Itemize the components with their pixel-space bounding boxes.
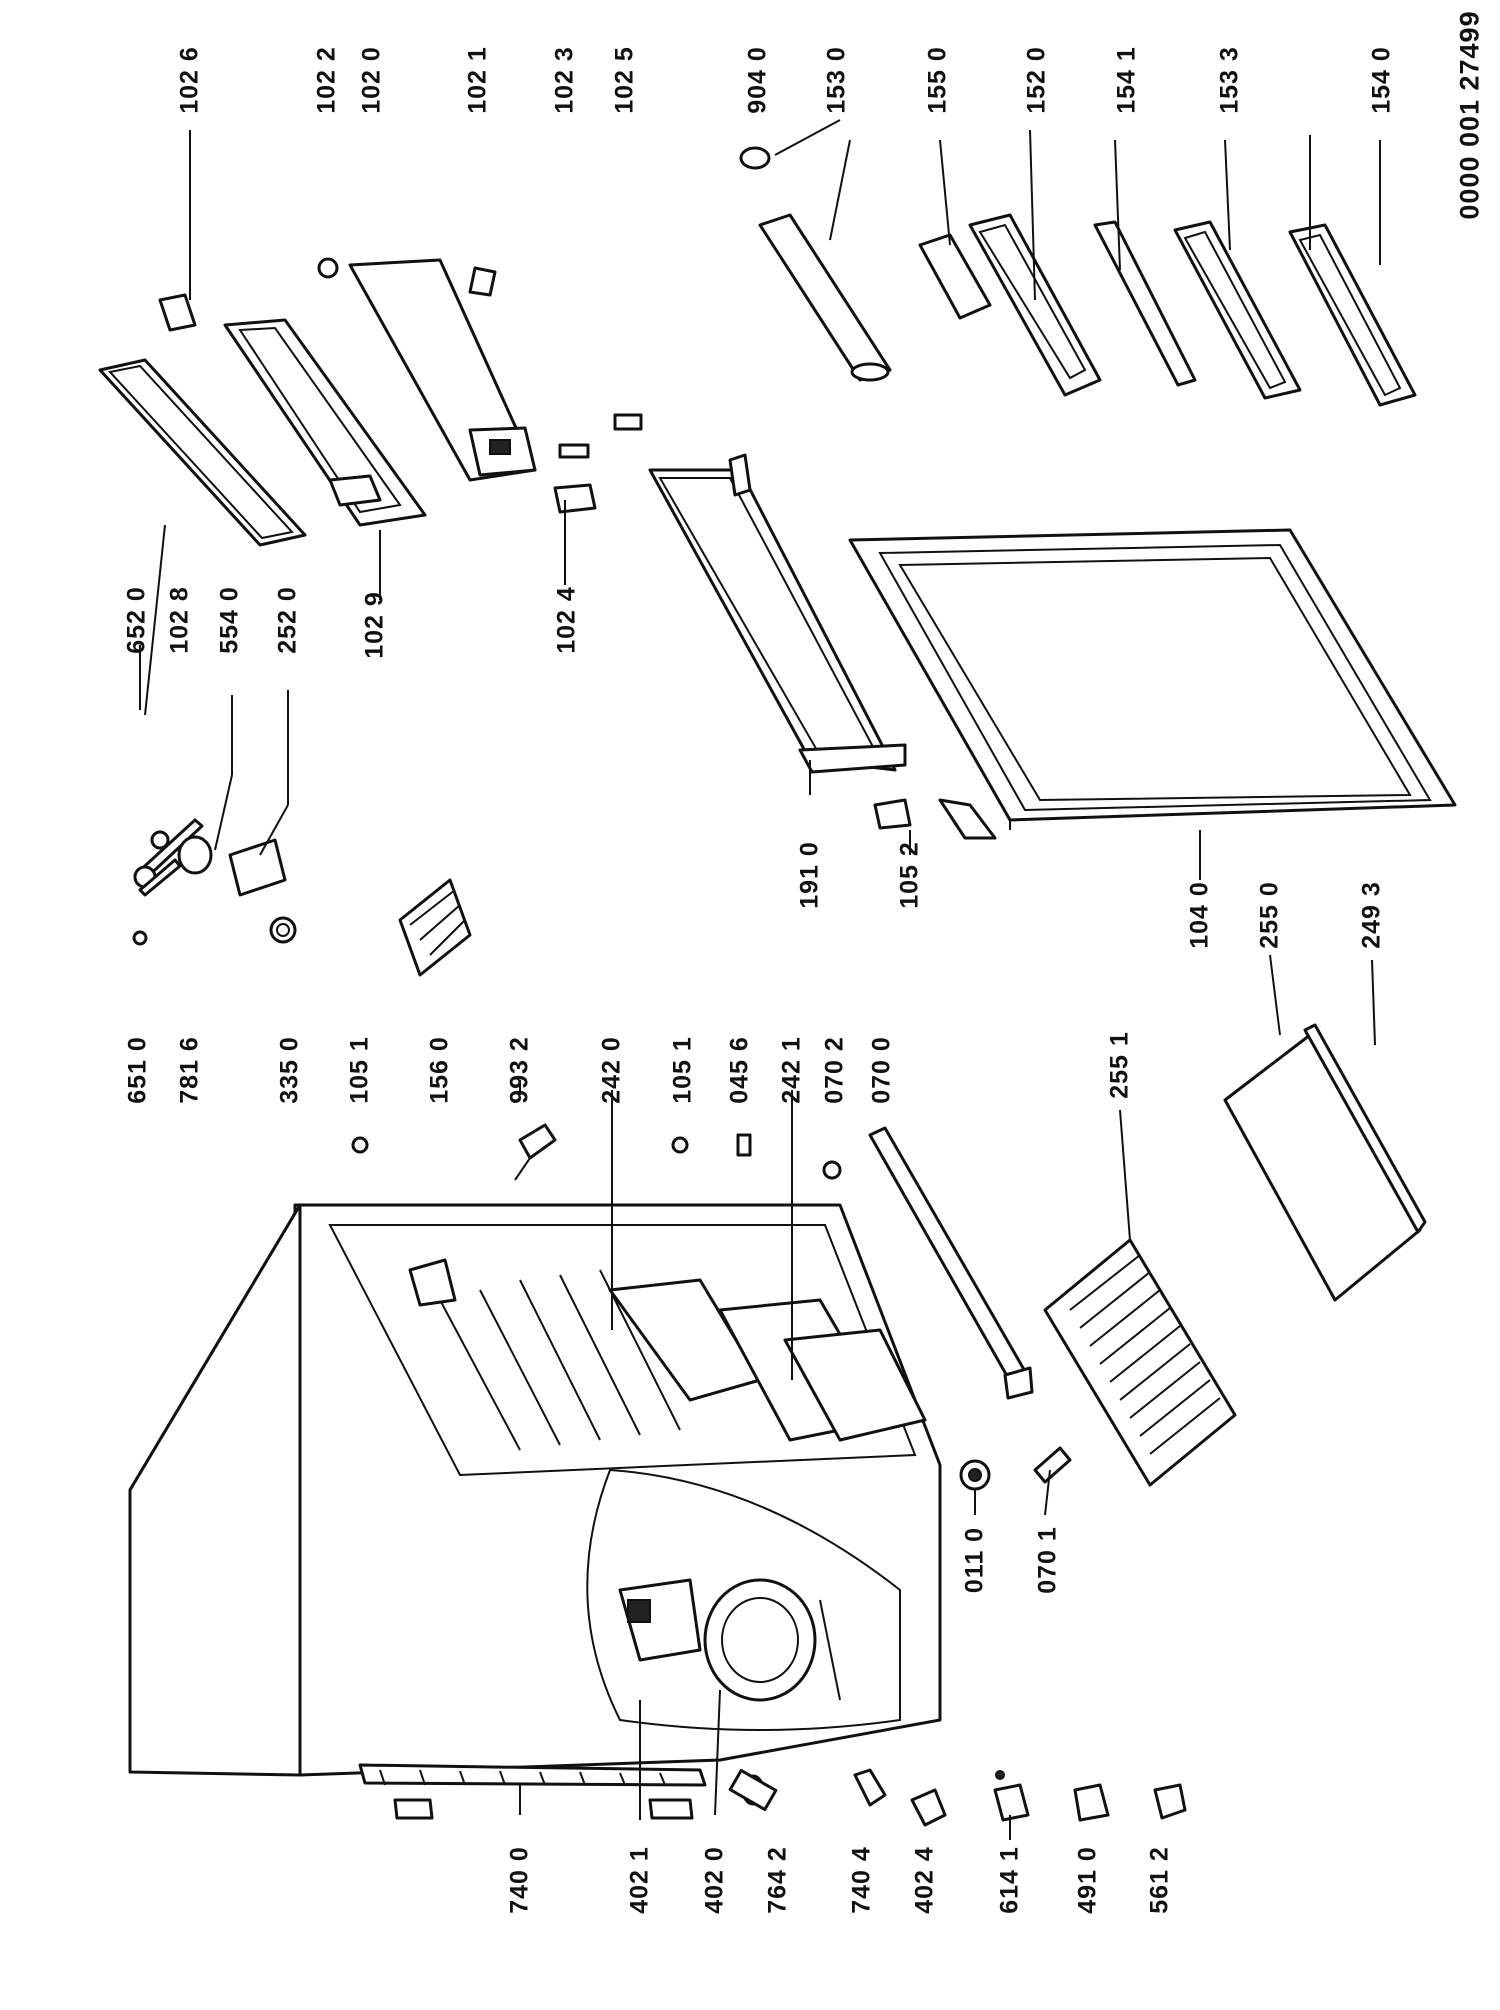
freezer-door-frame bbox=[98, 358, 307, 547]
part-label-3350: 335 0 bbox=[275, 1036, 304, 1104]
part-label-2520: 252 0 bbox=[273, 586, 302, 654]
part-label-5540: 554 0 bbox=[215, 586, 244, 654]
document-number: 0000 001 27499 bbox=[1454, 10, 1485, 220]
part-label-4021: 402 1 bbox=[625, 1846, 654, 1914]
part-label-1023: 102 3 bbox=[550, 46, 579, 114]
small-hardware bbox=[351, 1123, 1072, 1491]
thermostat-parts bbox=[132, 818, 472, 977]
part-label-1540: 154 0 bbox=[1367, 46, 1396, 114]
condenser bbox=[358, 1763, 707, 1820]
part-label-1026: 102 6 bbox=[175, 46, 204, 114]
part-label-9040: 904 0 bbox=[743, 46, 772, 114]
part-label-4024: 402 4 bbox=[910, 1846, 939, 1914]
part-label-1560: 156 0 bbox=[425, 1036, 454, 1104]
compressor-assembly bbox=[586, 1468, 901, 1731]
part-label-0702: 070 2 bbox=[820, 1036, 849, 1104]
part-label-1910: 191 0 bbox=[795, 841, 824, 909]
freezer-small-parts bbox=[158, 257, 643, 514]
vegetable-cover bbox=[1223, 1023, 1427, 1302]
part-label-2420: 242 0 bbox=[597, 1036, 626, 1104]
part-label-1020: 102 0 bbox=[357, 46, 386, 114]
part-label-2493: 249 3 bbox=[1357, 881, 1386, 949]
door bbox=[848, 528, 1457, 830]
part-label-1029: 102 9 bbox=[360, 591, 389, 659]
glass-shelf bbox=[1043, 1238, 1237, 1487]
part-label-2550: 255 0 bbox=[1255, 881, 1284, 949]
part-label-1025: 102 5 bbox=[610, 46, 639, 114]
part-label-4020: 402 0 bbox=[700, 1846, 729, 1914]
part-label-6141: 614 1 bbox=[995, 1846, 1024, 1914]
part-label-1022: 102 2 bbox=[312, 46, 341, 114]
part-label-2421: 242 1 bbox=[777, 1036, 806, 1104]
shelf-rail bbox=[868, 1126, 1034, 1400]
part-label-1024: 102 4 bbox=[552, 586, 581, 654]
door-gasket bbox=[648, 453, 907, 774]
part-label-4910: 491 0 bbox=[1073, 1846, 1102, 1914]
part-label-0700: 070 0 bbox=[867, 1036, 896, 1104]
part-label-1040: 104 0 bbox=[1185, 881, 1214, 949]
freezer-flap bbox=[223, 318, 427, 527]
leader-lines bbox=[139, 119, 1381, 1840]
part-label-1051-b: 105 1 bbox=[668, 1036, 697, 1104]
part-label-7404: 740 4 bbox=[847, 1846, 876, 1914]
part-label-7816: 781 6 bbox=[175, 1036, 204, 1104]
part-label-0110: 011 0 bbox=[960, 1526, 989, 1594]
part-label-7400: 740 0 bbox=[505, 1846, 534, 1914]
part-label-1541: 154 1 bbox=[1112, 46, 1141, 114]
part-label-2551: 255 1 bbox=[1105, 1031, 1134, 1099]
part-label-6510: 651 0 bbox=[123, 1036, 152, 1104]
part-label-7642: 764 2 bbox=[763, 1846, 792, 1914]
part-label-5612: 561 2 bbox=[1145, 1846, 1174, 1914]
part-label-1028: 102 8 bbox=[165, 586, 194, 654]
part-label-0456: 045 6 bbox=[725, 1036, 754, 1104]
part-label-1052: 105 2 bbox=[895, 841, 924, 909]
part-label-1533: 153 3 bbox=[1215, 46, 1244, 114]
part-label-1021: 102 1 bbox=[463, 46, 492, 114]
part-label-1530: 153 0 bbox=[822, 46, 851, 114]
part-label-1520: 152 0 bbox=[1022, 46, 1051, 114]
electrical-parts bbox=[728, 1768, 1187, 1827]
freezer-panel bbox=[348, 258, 537, 482]
part-label-1051-a: 105 1 bbox=[345, 1036, 374, 1104]
part-label-9932: 993 2 bbox=[505, 1036, 534, 1104]
part-label-0701: 070 1 bbox=[1033, 1526, 1062, 1594]
door-hinge bbox=[873, 798, 997, 840]
part-label-6520: 652 0 bbox=[122, 586, 151, 654]
part-label-1550: 155 0 bbox=[923, 46, 952, 114]
